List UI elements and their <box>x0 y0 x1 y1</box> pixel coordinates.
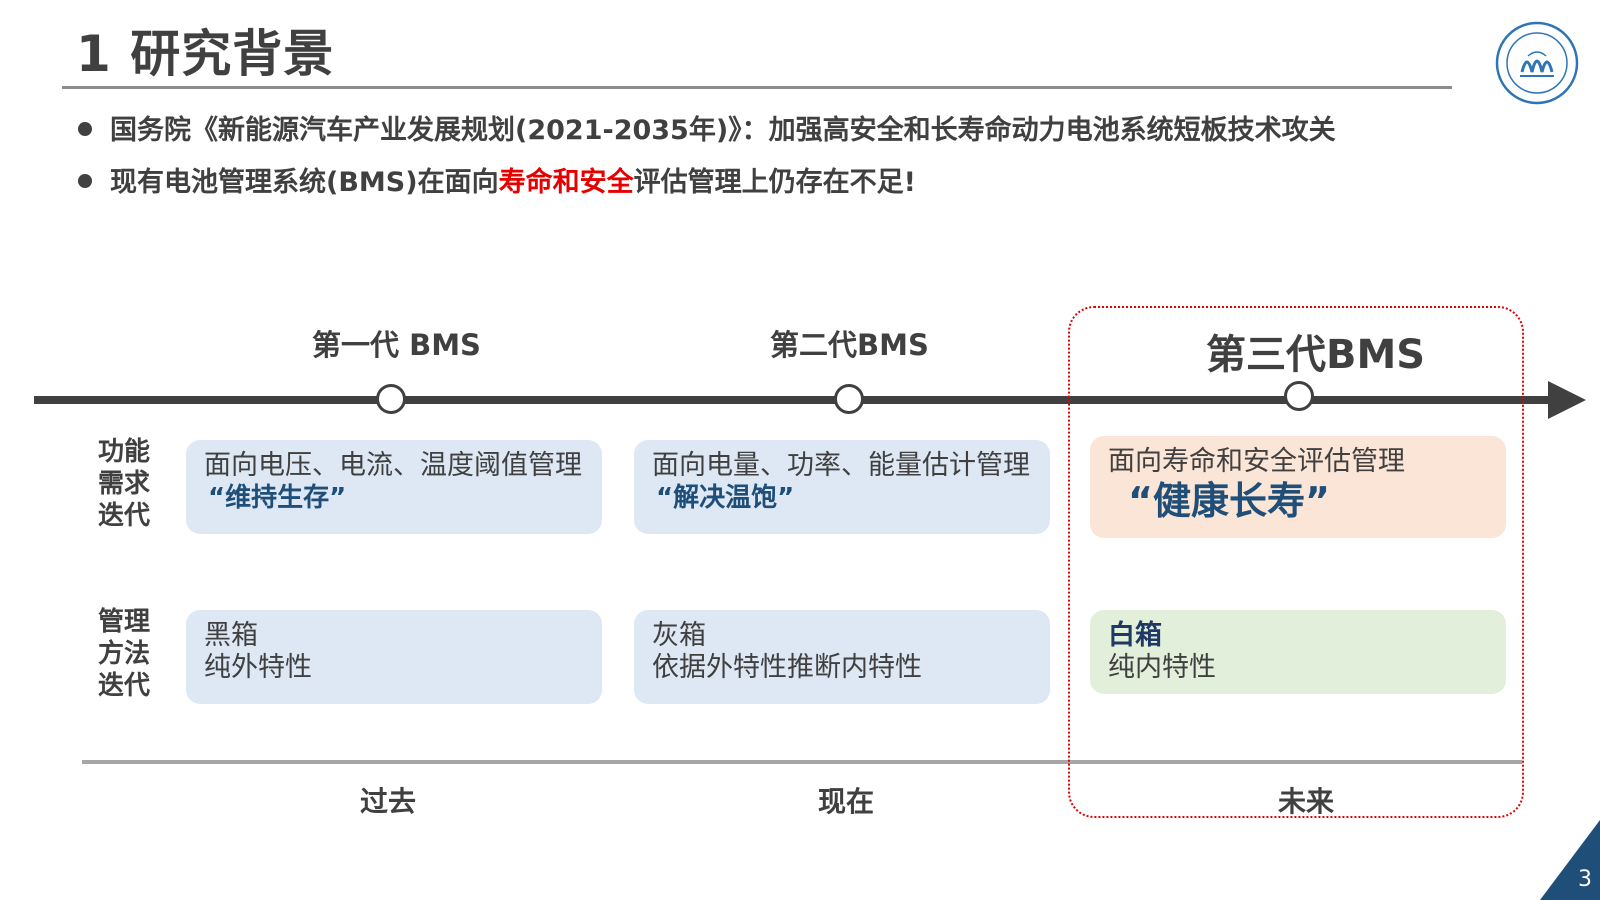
bullet-policy-text: 国务院《新能源汽车产业发展规划(2021-2035年)》：加强高安全和长寿命动力… <box>110 115 1336 146</box>
era-divider <box>82 760 1522 764</box>
function-box-gen2: 面向电量、功率、能量估计管理 “解决温饱” <box>634 440 1050 534</box>
timeline-node-3 <box>1284 381 1314 411</box>
bullet-dot <box>78 121 92 136</box>
timeline-arrow-icon <box>1548 381 1586 419</box>
bullet-bms-gap: 现有电池管理系统(BMS)在面向寿命和安全评估管理上仍存在不足! <box>78 160 916 199</box>
title-divider <box>62 86 1452 89</box>
page-corner-decoration <box>1540 820 1600 900</box>
row-label-function: 功能 需求 迭代 <box>98 437 151 531</box>
timeline-node-2 <box>834 384 864 414</box>
future-highlight-frame <box>1068 306 1524 818</box>
bullet-bms-pre: 现有电池管理系统(BMS)在面向 <box>110 167 499 198</box>
method-box-gen2: 灰箱 依据外特性推断内特性 <box>634 610 1050 704</box>
bullet-policy: 国务院《新能源汽车产业发展规划(2021-2035年)》：加强高安全和长寿命动力… <box>78 108 1336 147</box>
generation-2-label: 第二代BMS <box>770 328 929 362</box>
timeline-node-1 <box>376 384 406 414</box>
generation-3-label: 第三代BMS <box>1206 332 1426 378</box>
bullet-dot <box>78 173 92 188</box>
generation-1-label: 第一代 BMS <box>312 328 481 362</box>
function-box-gen1: 面向电压、电流、温度阈值管理 “维持生存” <box>186 440 602 534</box>
page-number: 3 <box>1578 867 1592 892</box>
era-present: 现在 <box>818 785 875 818</box>
era-past: 过去 <box>360 785 417 818</box>
method-box-gen3: 白箱 纯内特性 <box>1090 610 1506 694</box>
page-title: 1 研究背景 <box>76 25 335 83</box>
function-box-gen3: 面向寿命和安全评估管理 “健康长寿” <box>1090 436 1506 538</box>
method-box-gen1: 黑箱 纯外特性 <box>186 610 602 704</box>
bullet-bms-highlight: 寿命和安全 <box>498 167 634 198</box>
row-label-method: 管理 方法 迭代 <box>98 607 151 701</box>
bullet-bms-post: 评估管理上仍存在不足! <box>633 167 916 198</box>
university-logo-icon <box>1494 20 1580 106</box>
timeline-axis <box>34 396 1554 404</box>
era-future: 未来 <box>1278 785 1335 818</box>
